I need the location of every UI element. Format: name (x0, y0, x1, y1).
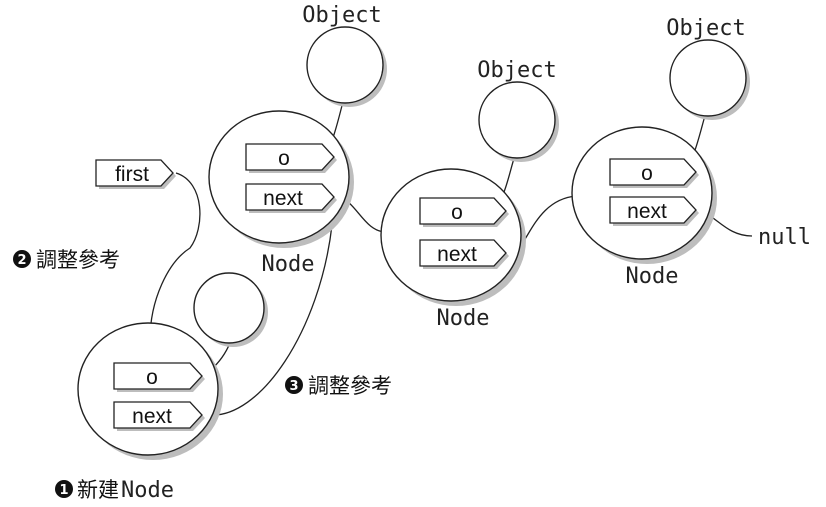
step-3-badge (285, 376, 303, 394)
field-label: o (641, 162, 653, 185)
field-label: next (437, 243, 477, 266)
object-label-2: Object (477, 58, 556, 83)
node-label-3: Node (626, 264, 679, 289)
step-3-number: 3 (289, 379, 298, 394)
step-3-text: 調整參考 (308, 374, 392, 398)
first-label: first (115, 163, 149, 186)
node2-next-field: next (419, 239, 509, 269)
field-label: next (627, 200, 667, 223)
node2-o-field: o (419, 197, 509, 227)
node1-next-field: next (245, 183, 337, 213)
node-label-2: Node (437, 306, 490, 331)
wire-newnode-next-to-node1 (207, 224, 333, 416)
field-label: next (263, 187, 303, 210)
step-2-annotation: 2 調整參考 (13, 248, 120, 272)
object-circle-2 (478, 81, 559, 162)
object-circle-1 (306, 26, 387, 107)
node1-o-field: o (245, 143, 337, 173)
object-circle-new (193, 272, 268, 347)
step-3-annotation: 3 調整參考 (285, 374, 392, 398)
wire-first-to-newnode (149, 172, 201, 341)
step-2-badge (13, 250, 31, 268)
field-label: o (451, 201, 463, 224)
node3-next-field: next (609, 196, 699, 226)
step-1-badge (55, 480, 73, 498)
step-2-number: 2 (17, 253, 26, 268)
newnode-o-field: o (113, 362, 205, 392)
field-label: o (278, 147, 290, 170)
step-1-annotation: 1 新建 Node (55, 478, 174, 503)
object-circle-3 (669, 39, 750, 120)
object-label-3: Object (666, 16, 745, 41)
null-label: null (758, 225, 811, 250)
object-label-1: Object (302, 3, 381, 28)
field-label: o (146, 366, 158, 389)
step-1-suffix: Node (121, 478, 174, 503)
step-1-text: 新建 (77, 478, 119, 502)
node-label-1: Node (262, 252, 315, 277)
node-circle-1 (208, 110, 354, 248)
step-2-text: 調整參考 (36, 248, 120, 272)
newnode-next-field: next (113, 401, 205, 431)
node3-o-field: o (609, 158, 699, 188)
step-1-number: 1 (59, 483, 68, 498)
first-reference: first (95, 159, 176, 189)
field-label: next (132, 405, 172, 428)
